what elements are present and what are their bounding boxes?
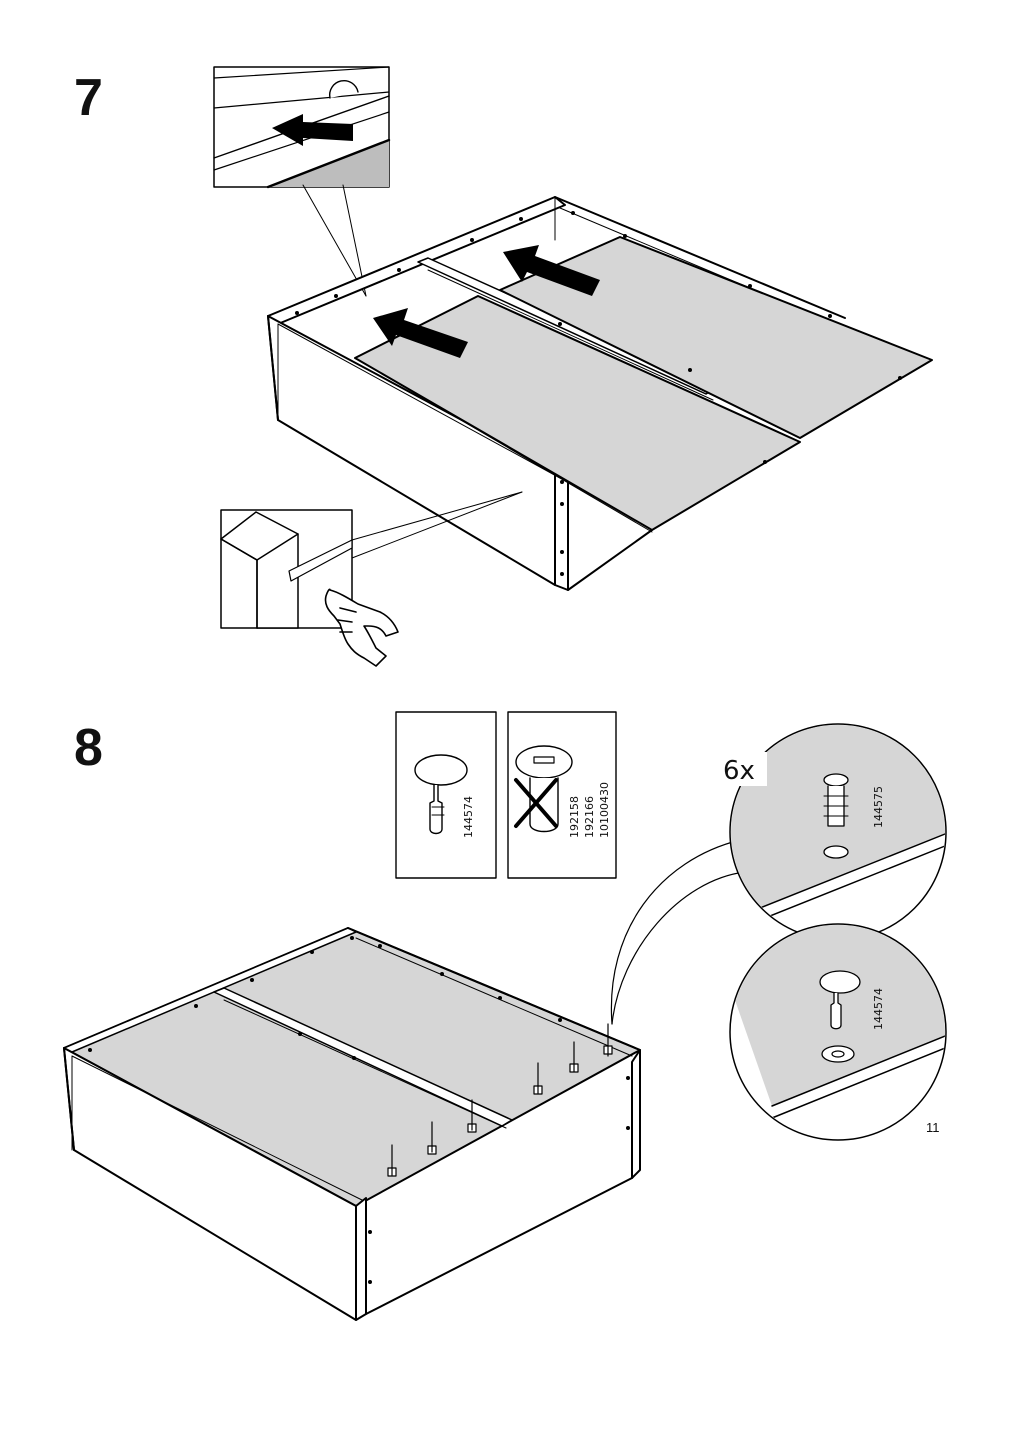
anchor-part-number: 144575 [872,786,885,828]
step-7-number: 7 [74,69,103,127]
cabinet-with-panels [63,927,641,1321]
dowel-detail-circle: 144574 [729,923,947,1141]
slide-arrow-left-icon [373,308,468,358]
incorrect-part-number-3: 10100430 [598,782,611,838]
anchor-detail-circle: 6x 144575 [715,723,947,941]
part-box-dowel-incorrect [507,711,617,879]
step-7-illustration [213,66,933,667]
groove-detail-inset [213,66,391,297]
dowel-part-number: 144574 [462,796,475,838]
slide-arrow-right-icon [503,245,600,296]
cabinet-frame [267,196,933,591]
arrow-left-icon [272,114,353,146]
step-8-number: 8 [74,719,103,777]
quantity-label: 6x [723,756,755,786]
step-8-illustration: 144574 192158 192166 10100430 [63,711,947,1321]
dowel-detail-part-number: 144574 [872,988,885,1030]
cross-out-icon [514,778,558,828]
incorrect-part-number-2: 192166 [583,796,596,838]
pointing-hand-icon [324,588,399,667]
part-box-dowel-correct [395,711,497,879]
page-number: 11 [926,1120,940,1135]
incorrect-part-number-1: 192158 [568,796,581,838]
dowel-markers [387,1023,613,1177]
